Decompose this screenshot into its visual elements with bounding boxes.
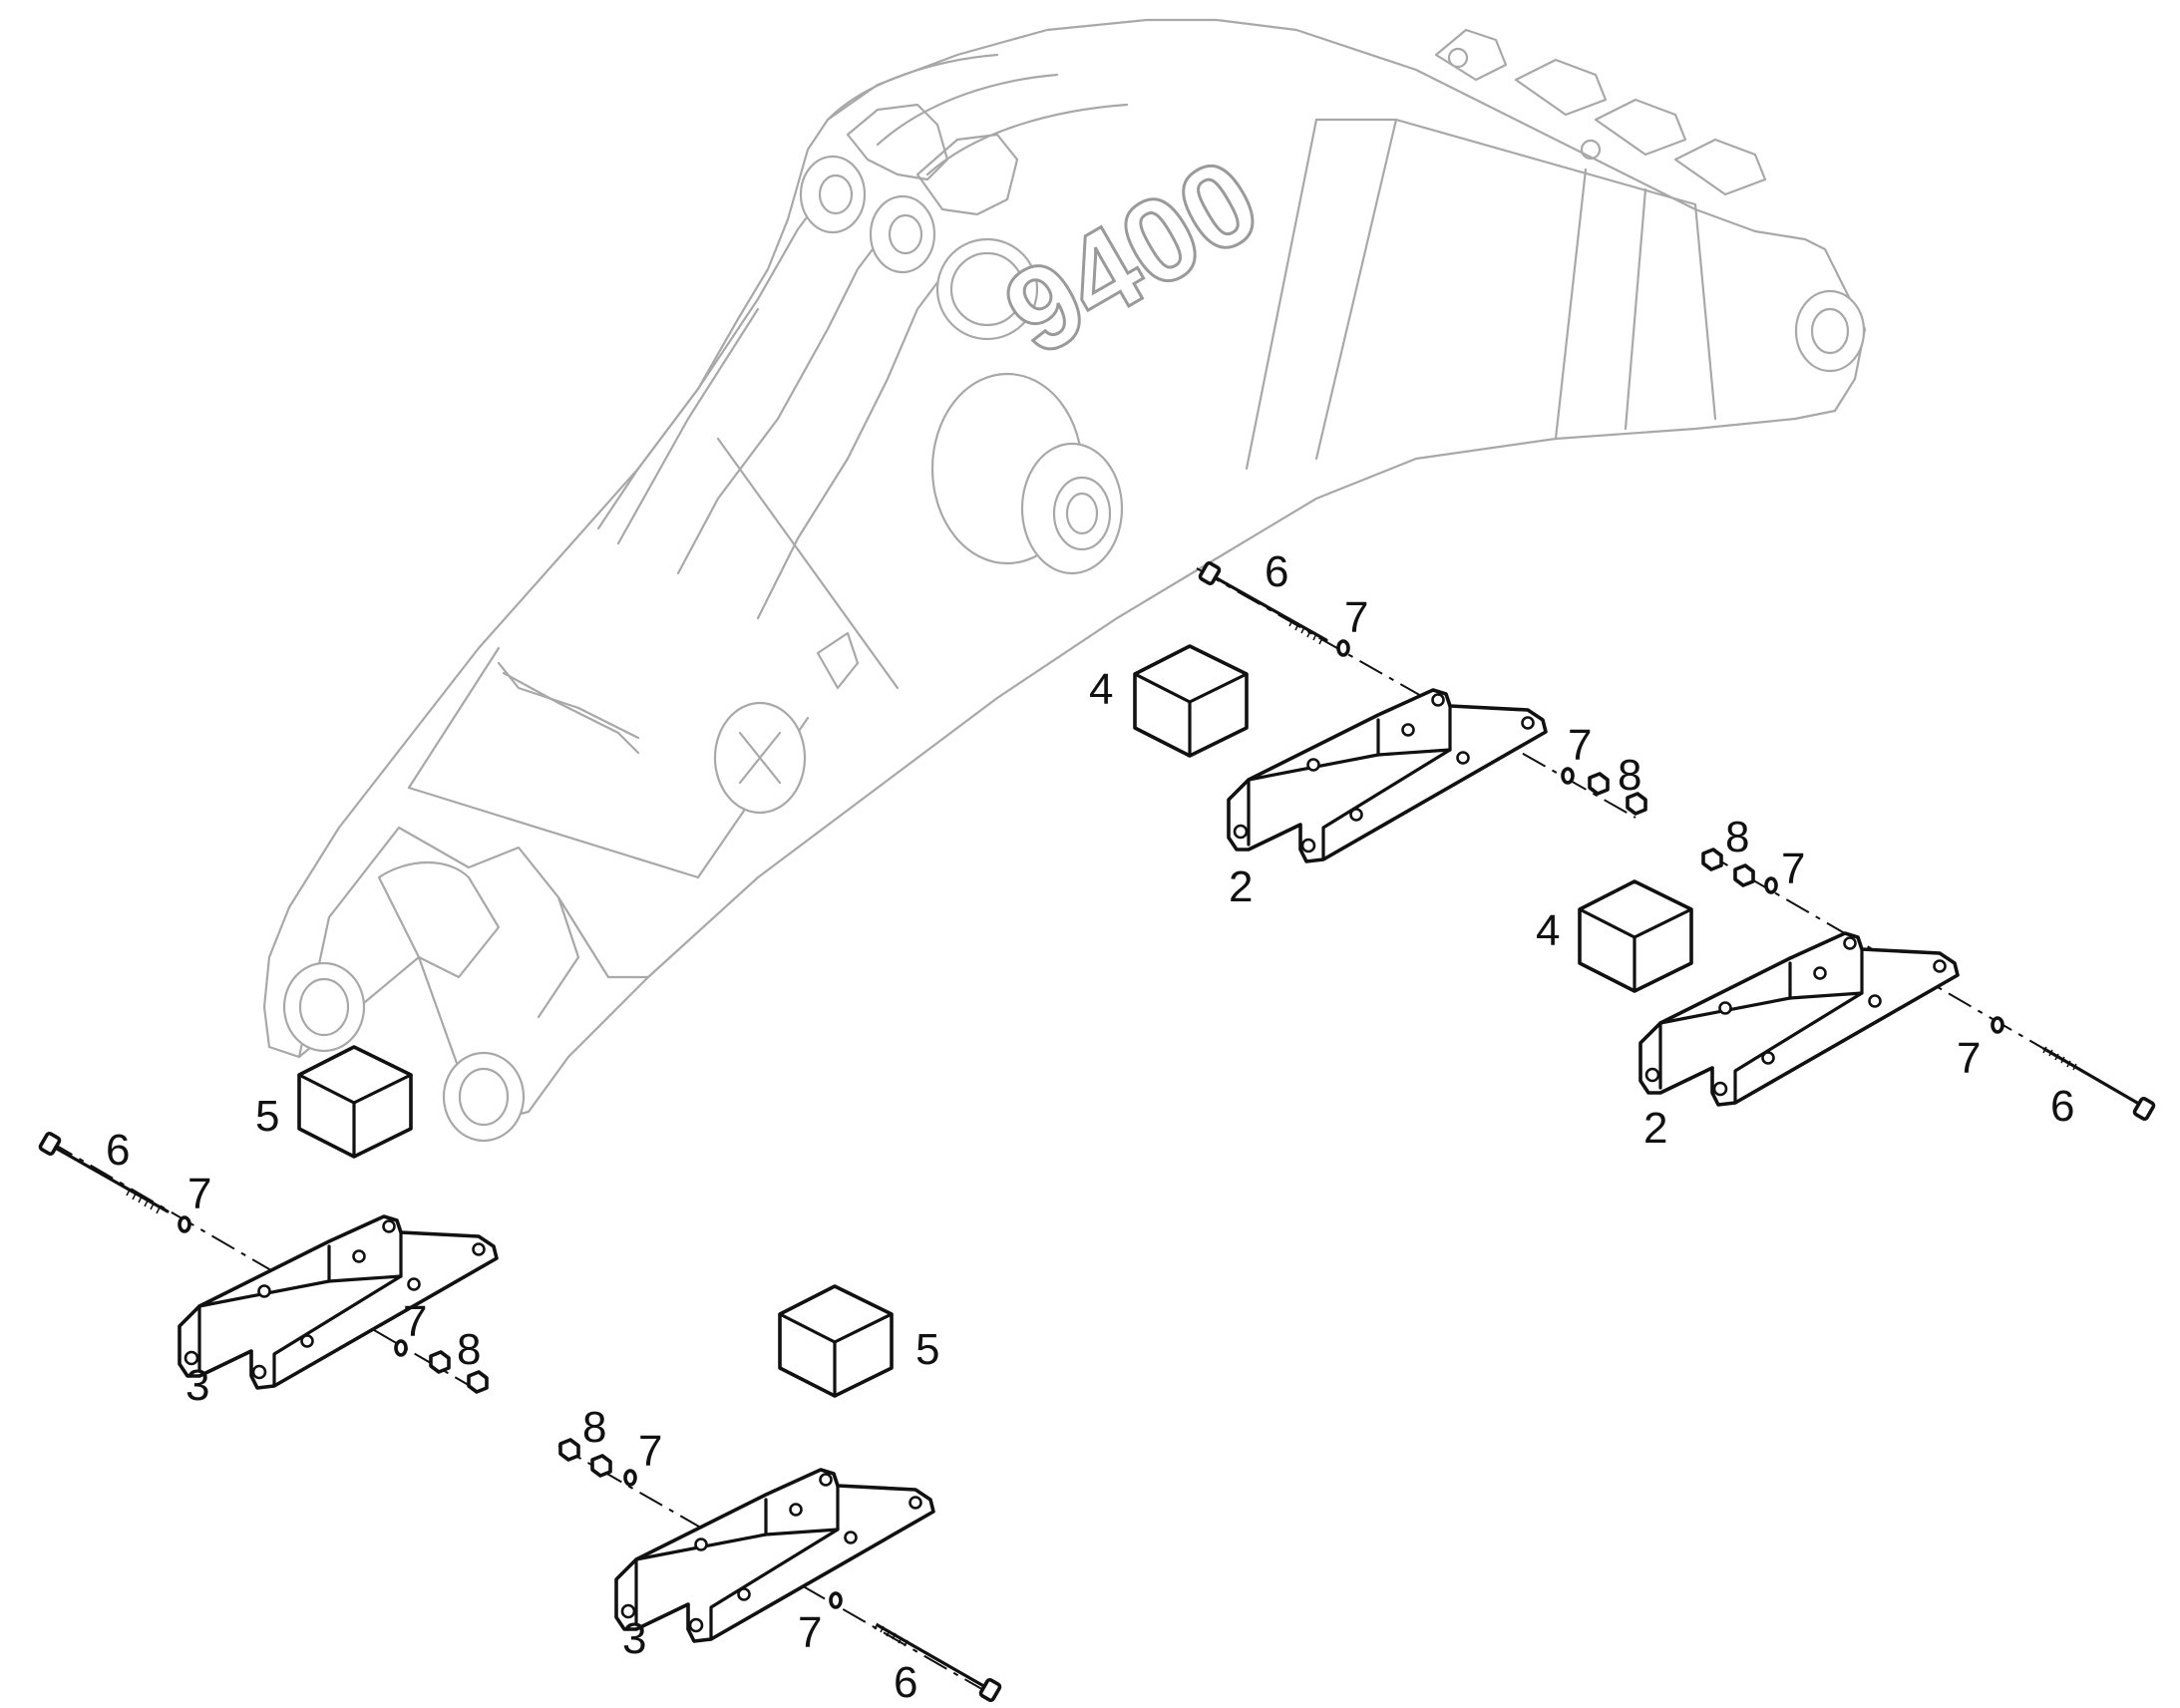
- callout-bracket: 3: [185, 1361, 209, 1410]
- callout-nut: 8: [582, 1403, 606, 1452]
- callout-washer: 7: [187, 1170, 211, 1218]
- callout-labels: 6 7 4 7 8 2 8 7 4 7 6 2 5 6 7 7 8 3 5 8 …: [106, 547, 2074, 1707]
- nut: [467, 1370, 489, 1394]
- callout-block: 4: [1536, 906, 1560, 955]
- lock-washer: [590, 1454, 612, 1478]
- callout-bolt: 6: [1265, 547, 1288, 596]
- nut: [1626, 792, 1647, 816]
- callout-bolt: 6: [894, 1658, 917, 1707]
- support-bracket: [614, 1468, 935, 1643]
- assembly-bottom: [557, 1284, 1002, 1702]
- callout-bracket: 2: [1643, 1104, 1667, 1153]
- washer: [623, 1469, 637, 1487]
- rubber-block: [1133, 644, 1249, 758]
- callout-washer: 7: [1344, 593, 1368, 642]
- bolt: [38, 1132, 170, 1214]
- washer: [1561, 767, 1575, 785]
- rubber-block: [297, 1045, 413, 1159]
- lock-washer: [1588, 772, 1610, 796]
- callout-washer: 7: [1781, 845, 1805, 893]
- callout-washer: 7: [798, 1608, 822, 1657]
- assembly-upper-right: [1133, 561, 1647, 863]
- washer: [1991, 1016, 2004, 1034]
- callout-bolt: 6: [2050, 1082, 2074, 1131]
- callout-bolt: 6: [106, 1126, 130, 1175]
- washer: [178, 1215, 191, 1233]
- callout-nut: 8: [457, 1325, 481, 1374]
- excavator-boom-background: 9400: [262, 18, 1867, 1143]
- callout-nut: 8: [1725, 813, 1749, 861]
- callout-washer: 7: [1568, 721, 1592, 770]
- washer: [1764, 876, 1778, 894]
- callout-nut: 8: [1618, 751, 1641, 800]
- callout-washer: 7: [403, 1297, 427, 1346]
- callout-washer: 7: [1957, 1034, 1981, 1083]
- lock-washer: [429, 1350, 451, 1374]
- support-bracket: [1227, 688, 1548, 863]
- lock-washer: [1733, 863, 1755, 887]
- washer: [829, 1591, 843, 1609]
- washer: [394, 1339, 408, 1357]
- washer: [1336, 639, 1350, 657]
- callout-block: 4: [1089, 665, 1113, 714]
- bolt: [874, 1622, 1002, 1702]
- bolt: [1198, 561, 1328, 645]
- callout-bracket: 3: [622, 1614, 646, 1663]
- rubber-block: [1578, 879, 1693, 993]
- callout-bracket: 2: [1229, 862, 1253, 911]
- bolt: [2042, 1046, 2156, 1121]
- nut: [558, 1438, 580, 1462]
- callout-block: 5: [255, 1092, 279, 1141]
- callout-washer: 7: [638, 1427, 662, 1476]
- nut: [1701, 848, 1723, 871]
- assembly-left: [38, 1045, 499, 1394]
- rubber-block: [778, 1284, 894, 1398]
- callout-block: 5: [915, 1325, 939, 1374]
- assembly-right: [1578, 848, 2156, 1121]
